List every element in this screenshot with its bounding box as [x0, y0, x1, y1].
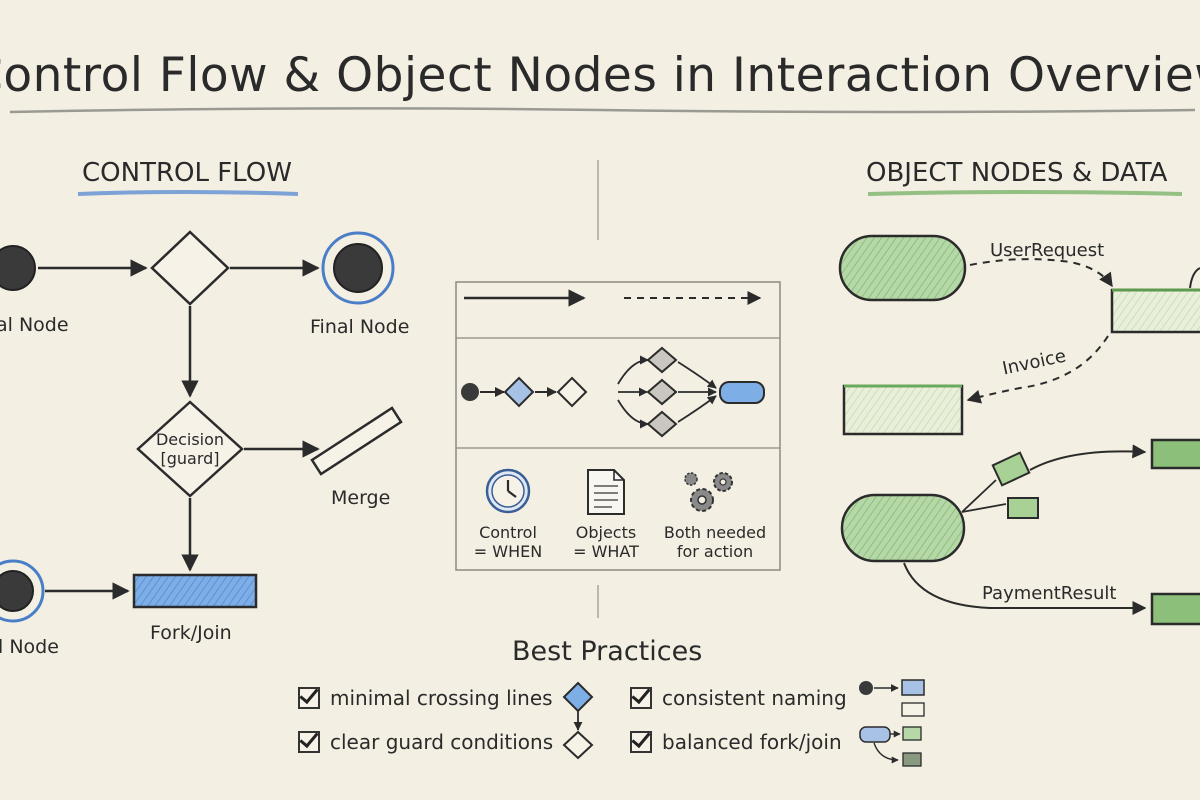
pin-link-1 — [961, 479, 997, 513]
pin-top — [1189, 267, 1200, 289]
decision-diamond-top — [150, 230, 230, 306]
legend-seq-diamond-1 — [503, 376, 535, 408]
object-node-payment-source — [840, 493, 966, 563]
legend-seq-diamond-2 — [556, 376, 588, 408]
best-practices-title: Best Practices — [512, 636, 703, 667]
check-icon — [630, 731, 652, 753]
bp-icon-diamond-blue — [562, 681, 594, 713]
check-icon — [630, 687, 652, 709]
initial-node-bottom-label: l Node — [0, 636, 59, 658]
pin-link-2 — [961, 503, 1007, 513]
legend-fan-in-3 — [677, 395, 717, 423]
legend-seq-start — [461, 383, 479, 401]
legend-control-line1: Control — [479, 523, 537, 542]
object-node-payment-result — [1150, 592, 1200, 626]
decision-label: Decision [guard] — [150, 430, 230, 468]
object-node-request-source — [838, 234, 967, 302]
final-node-core — [333, 243, 383, 293]
bp-item-2: clear guard conditions — [298, 730, 553, 754]
output-pin-2 — [1007, 497, 1039, 519]
object-node-request-target — [1110, 288, 1200, 334]
bp-item-1-label: minimal crossing lines — [330, 686, 553, 710]
decision-label-line1: Decision — [155, 430, 225, 449]
legend-fan-edge-3 — [617, 399, 649, 429]
legend-control-text: Control = WHEN — [468, 523, 548, 561]
legend-control-line2: = WHEN — [473, 542, 543, 561]
check-icon — [298, 731, 320, 753]
merge-bar — [310, 406, 403, 476]
control-flow-underline — [77, 190, 299, 196]
object-node-upper-right — [1150, 438, 1200, 470]
title-underline — [9, 107, 1196, 114]
flow-label-payment-result: PaymentResult — [982, 583, 1117, 604]
legend-fan-target — [719, 381, 765, 404]
legend-fan-diamond-2 — [646, 378, 678, 406]
bp-icon-diamond-white — [562, 730, 594, 760]
flow-to-upper-node — [1029, 444, 1147, 471]
object-nodes-underline — [867, 190, 1183, 196]
bp-icon-node-5 — [902, 752, 922, 767]
bp-item-2-label: clear guard conditions — [330, 730, 554, 754]
bp-item-4: balanced fork/join — [630, 730, 842, 754]
control-flow-heading: CONTROL FLOW — [82, 158, 292, 188]
bp-icon-node-4 — [902, 726, 922, 741]
bp-item-3-label: consistent naming — [662, 686, 847, 710]
flow-payment-result — [903, 562, 1147, 615]
fork-join-label: Fork/Join — [150, 622, 232, 644]
legend-objects-line2: = WHAT — [573, 542, 639, 561]
check-icon — [298, 687, 320, 709]
output-pin-1 — [991, 451, 1031, 487]
bp-icon-node-1 — [901, 679, 925, 696]
initial-node-top — [0, 245, 36, 291]
gears-icon — [684, 472, 733, 512]
clock-icon — [485, 468, 531, 514]
legend-fan-edge-1 — [617, 355, 649, 385]
flow-invoice — [966, 335, 1109, 404]
decision-node — [136, 400, 244, 498]
flow-user-request — [969, 258, 1113, 288]
legend-panel — [455, 281, 781, 571]
final-node-label: Final Node — [310, 316, 410, 338]
bp-icon-start — [859, 681, 873, 695]
fork-join-bar — [132, 573, 258, 609]
legend-fan-diamond-1 — [646, 346, 678, 374]
page-title: Control Flow & Object Nodes in Interacti… — [0, 48, 1200, 103]
object-nodes-heading: OBJECT NODES & DATA — [866, 158, 1168, 188]
object-node-invoice — [842, 384, 964, 436]
decision-label-line2: [guard] — [160, 449, 220, 468]
document-icon — [587, 469, 625, 515]
merge-label: Merge — [331, 487, 391, 509]
legend-objects-text: Objects = WHAT — [566, 523, 646, 561]
bp-icon-node-2 — [901, 702, 925, 717]
legend-fan-diamond-3 — [646, 410, 678, 438]
initial-node-top-label: al Node — [0, 314, 69, 336]
legend-both-line2: for action — [676, 542, 754, 561]
legend-both-text: Both needed for action — [660, 523, 770, 561]
bp-item-4-label: balanced fork/join — [662, 730, 842, 754]
bp-item-1: minimal crossing lines — [298, 686, 553, 710]
flow-label-user-request: UserRequest — [990, 240, 1105, 261]
bp-item-3: consistent naming — [630, 686, 847, 710]
legend-objects-line1: Objects — [575, 523, 637, 542]
bp-icon-node-3 — [859, 726, 891, 743]
legend-fan-in-1 — [677, 361, 717, 389]
initial-node-bottom-core — [0, 570, 34, 612]
bp-icon-edge-4 — [873, 742, 899, 764]
legend-both-line1: Both needed — [663, 523, 767, 542]
